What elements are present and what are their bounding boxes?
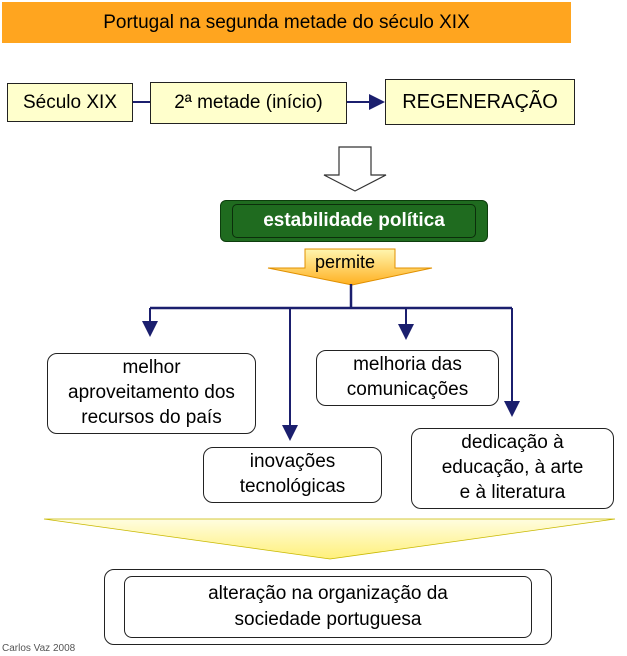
result-box: alteração na organização da sociedade po… bbox=[124, 576, 532, 638]
political-stability-label: estabilidade política bbox=[232, 204, 476, 238]
technology-line: inovações bbox=[249, 451, 336, 473]
page-title: Portugal na segunda metade do século XIX bbox=[2, 2, 571, 43]
result-line: sociedade portuguesa bbox=[234, 609, 422, 630]
permite-funnel-shape bbox=[267, 248, 433, 286]
communications-line: comunicações bbox=[346, 379, 469, 400]
hollow-down-arrow bbox=[323, 146, 387, 192]
resources-line: recursos do país bbox=[81, 406, 222, 428]
author-credit: Carlos Vaz 2008 bbox=[2, 643, 76, 654]
permite-label: permite bbox=[314, 251, 376, 272]
resources-line: melhor bbox=[122, 357, 181, 379]
resources-box: melhor aproveitamento dos recursos do pa… bbox=[47, 353, 256, 434]
technology-box: inovações tecnológicas bbox=[203, 447, 382, 503]
result-funnel-shape bbox=[43, 518, 616, 560]
resources-line: aproveitamento dos bbox=[68, 382, 235, 404]
education-box: dedicação à educação, à arte e à literat… bbox=[411, 428, 614, 509]
century-box: Século XIX bbox=[7, 83, 133, 122]
education-line: dedicação à bbox=[461, 432, 564, 454]
political-stability-box bbox=[220, 200, 488, 242]
half-century-box: 2ª metade (início) bbox=[150, 82, 347, 124]
education-line: educação, à arte bbox=[441, 457, 584, 479]
result-line: alteração na organização da bbox=[208, 583, 448, 605]
communications-box: melhoria das comunicações bbox=[316, 350, 499, 406]
education-line: e à literatura bbox=[459, 481, 566, 503]
technology-line: tecnológicas bbox=[239, 476, 346, 497]
communications-line: melhoria das bbox=[353, 354, 462, 376]
regeneration-box: REGENERAÇÃO bbox=[385, 79, 575, 125]
